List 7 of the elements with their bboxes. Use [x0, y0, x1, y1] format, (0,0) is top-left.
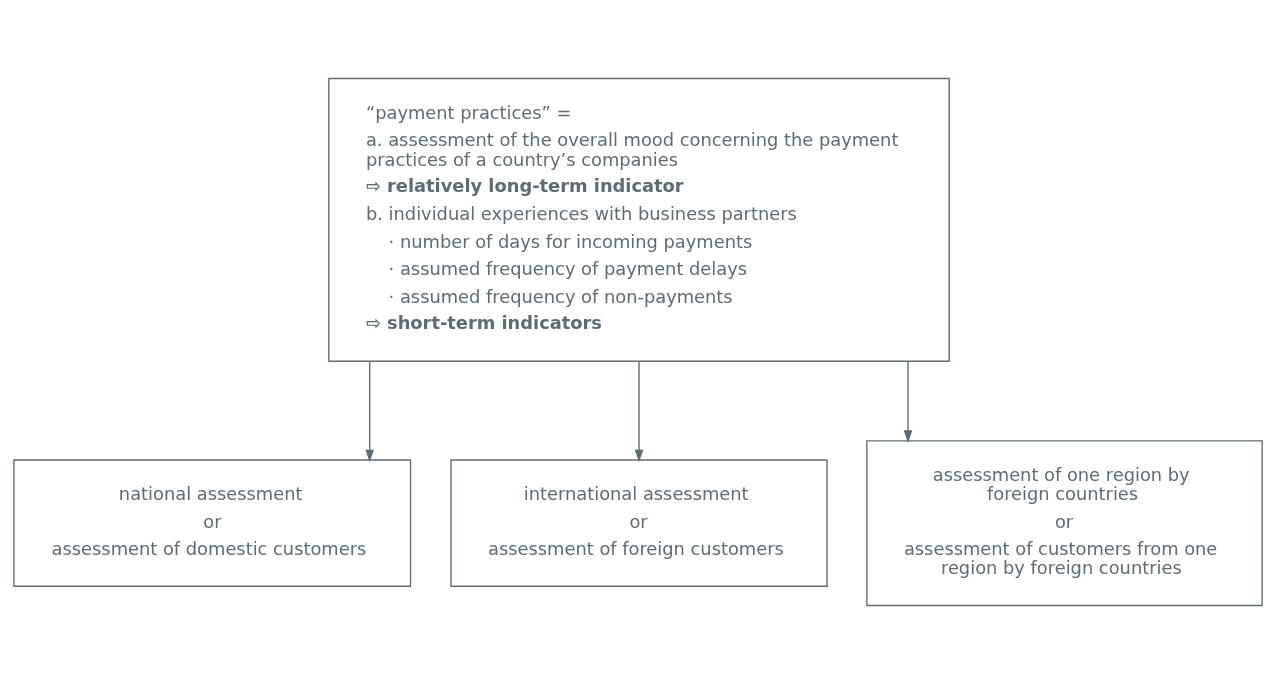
node-box: international assessment or assessment of foreign customers: [450, 459, 828, 587]
node-box: national assessment or assessment of domestic customers: [13, 459, 412, 587]
arrow: [365, 360, 374, 463]
arrow: [903, 360, 913, 443]
node-box: assessment of one region by foreign countries or assessment of customers from one region by foreign countries: [866, 440, 1263, 607]
node-box: “payment practices” = a. assessment of the overall mood concerning the payment practices of a country’s companies ⇨ relatively long-term indicator b. individual experiences with business partners · number of days for incoming payments · assumed frequency of payment delays · assumed frequency of non-payments ⇨ short-term indicators: [328, 77, 950, 362]
arrow: [634, 360, 644, 463]
